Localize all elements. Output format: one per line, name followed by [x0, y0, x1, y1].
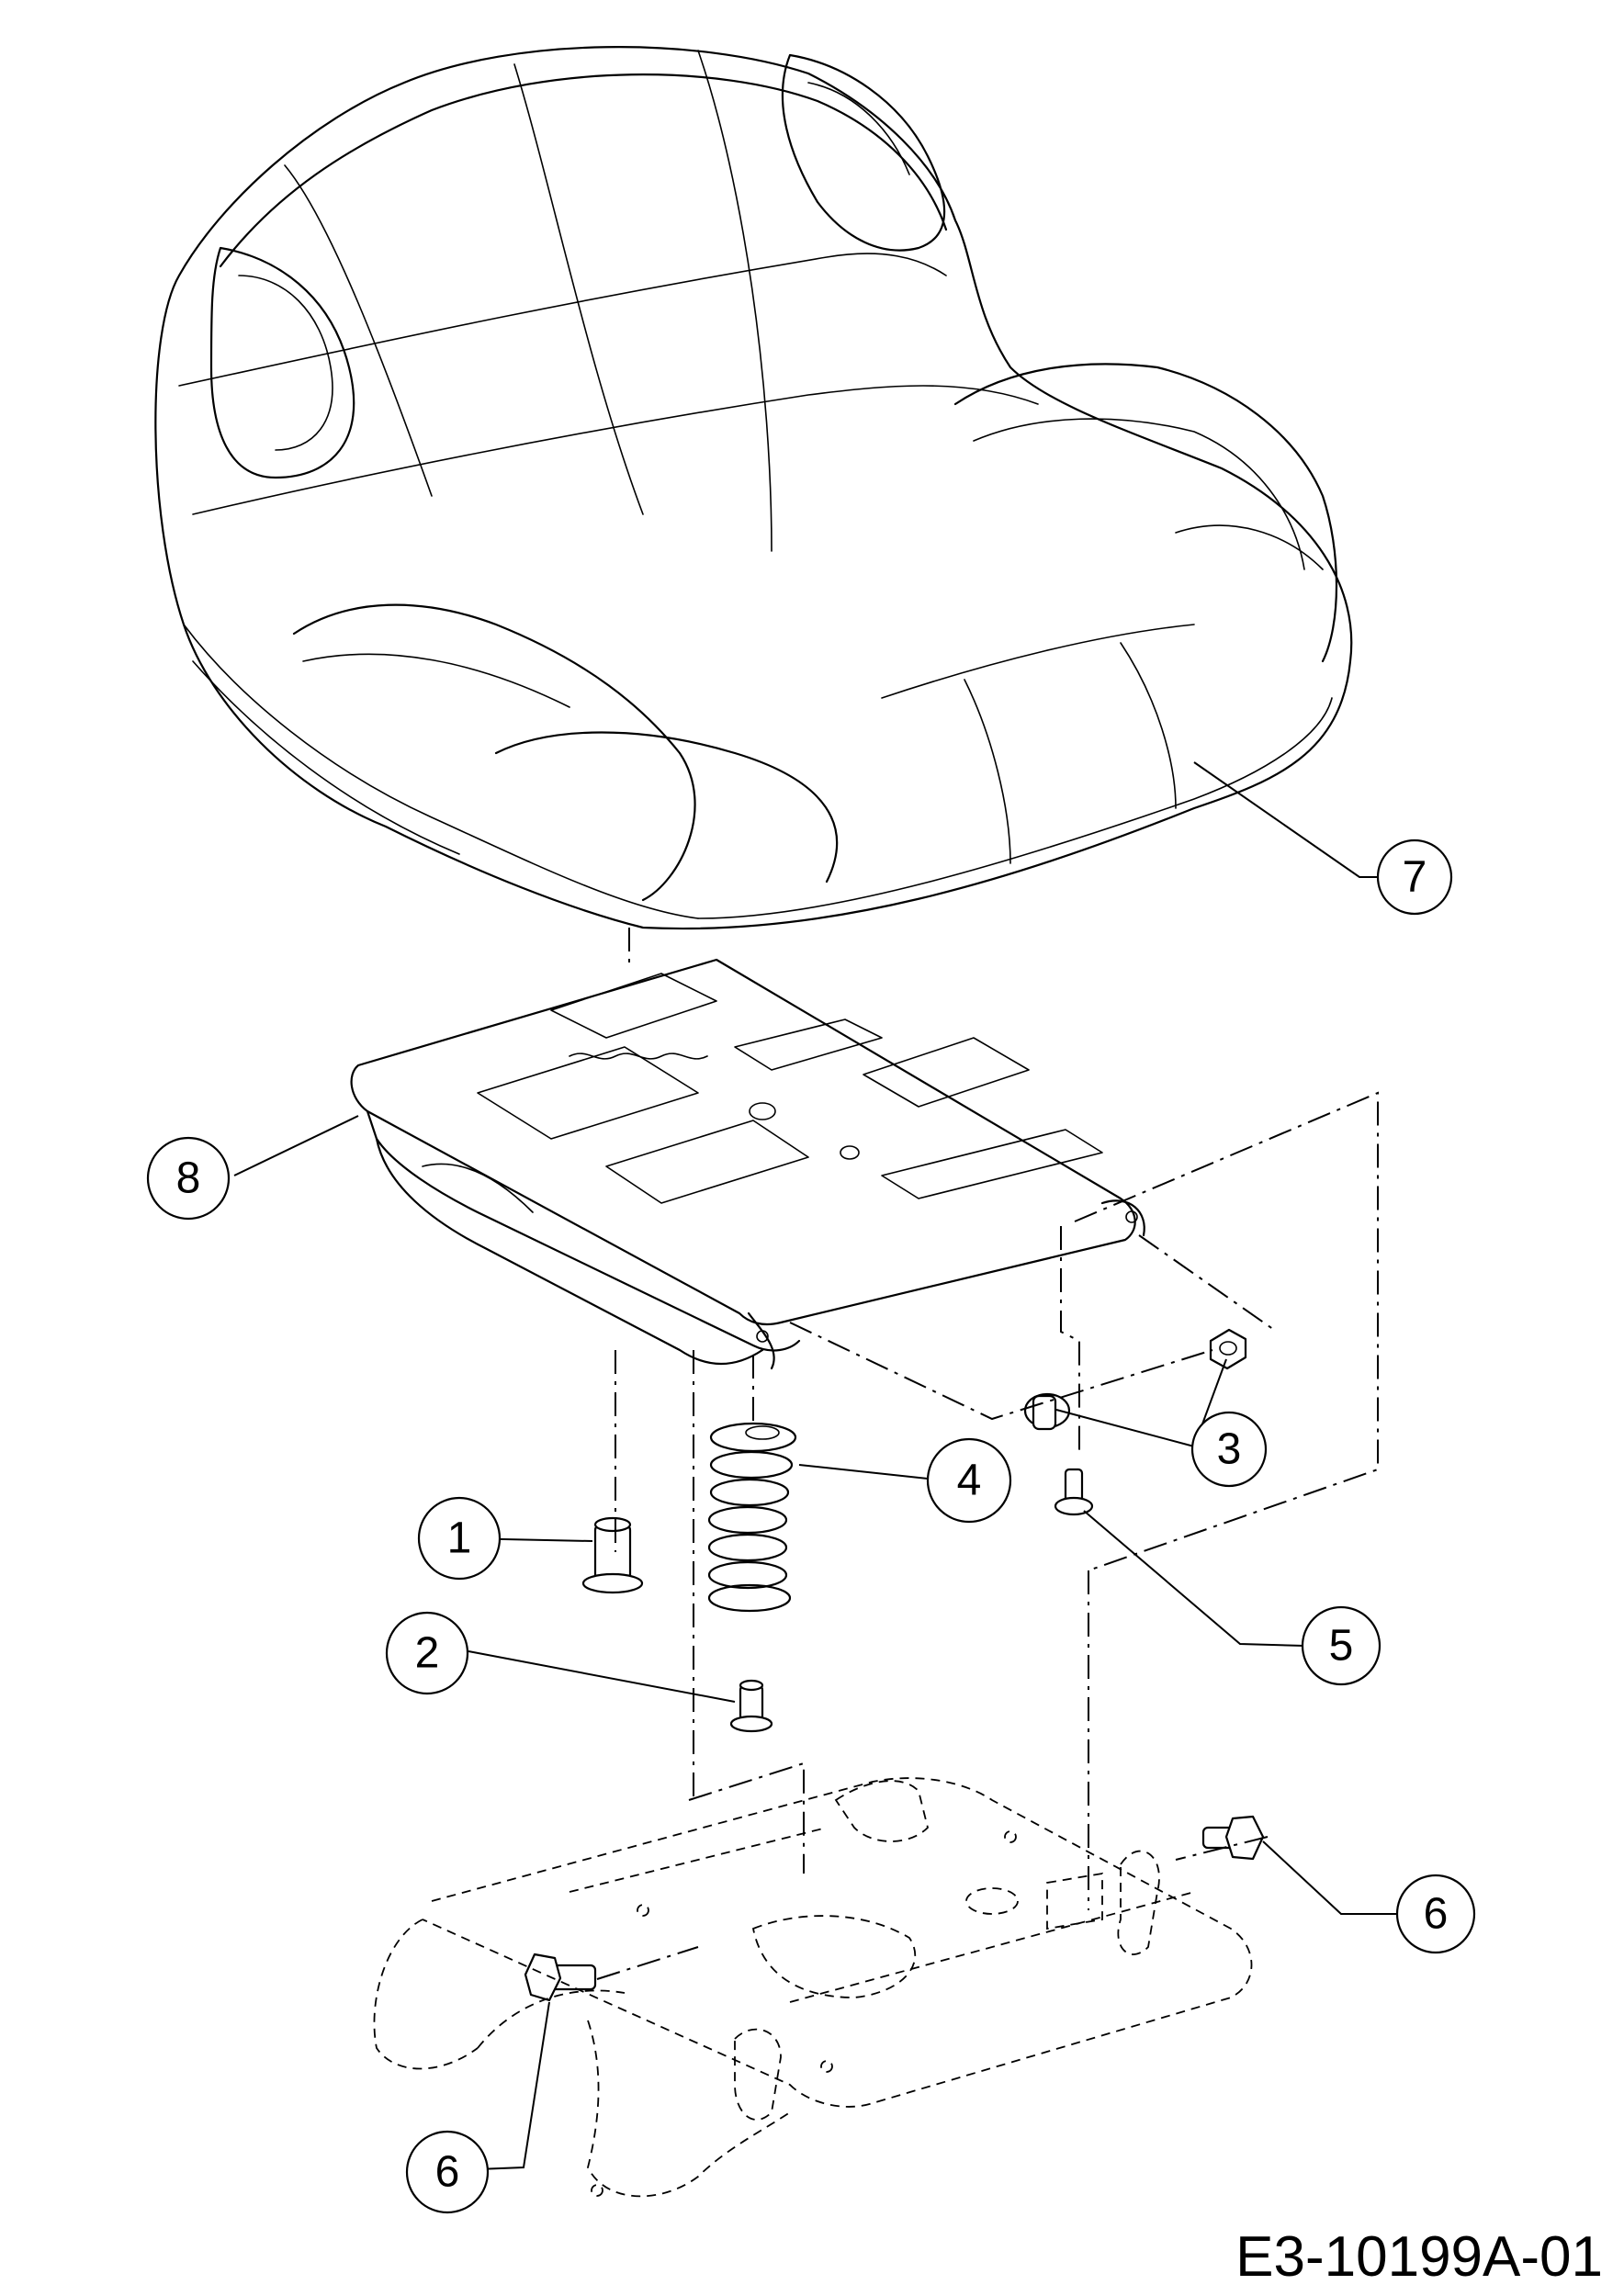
callout-5: 5: [1301, 1605, 1382, 1686]
callout-3-label: 3: [1217, 1425, 1242, 1474]
callout-6b: 6: [405, 2130, 490, 2214]
compression-spring-icon: [707, 1422, 797, 1613]
callout-6a-label: 6: [1424, 1890, 1449, 1939]
callout-2: 2: [385, 1611, 469, 1695]
pivot-pin-icon: [581, 1516, 644, 1594]
stud-bolt-icon: [1054, 1468, 1094, 1516]
callout-4: 4: [926, 1437, 1012, 1524]
callout-3: 3: [1190, 1411, 1268, 1488]
callout-7: 7: [1376, 838, 1453, 916]
shoulder-bolt-icon: [729, 1679, 773, 1733]
hex-bolt-icon: [524, 1815, 1265, 2002]
callout-7-label: 7: [1403, 853, 1427, 902]
callout-4-label: 4: [957, 1457, 982, 1505]
callout-6b-label: 6: [435, 2148, 460, 2197]
nut-and-bushing-icon: [1023, 1328, 1247, 1431]
seat-pan-icon: [350, 958, 1145, 1370]
callout-1: 1: [417, 1496, 502, 1581]
callout-2-label: 2: [415, 1629, 440, 1678]
base-bracket-icon: [373, 1777, 1253, 2198]
alignment-lines: [596, 928, 1379, 1980]
callout-8: 8: [146, 1136, 231, 1221]
callout-5-label: 5: [1329, 1622, 1354, 1671]
callout-8-label: 8: [176, 1154, 201, 1203]
callout-1-label: 1: [447, 1514, 472, 1563]
seat-cushion-icon: [154, 46, 1353, 930]
callout-6a: 6: [1395, 1874, 1476, 1954]
drawing-code: E3-10199A-01: [1235, 2225, 1603, 2289]
